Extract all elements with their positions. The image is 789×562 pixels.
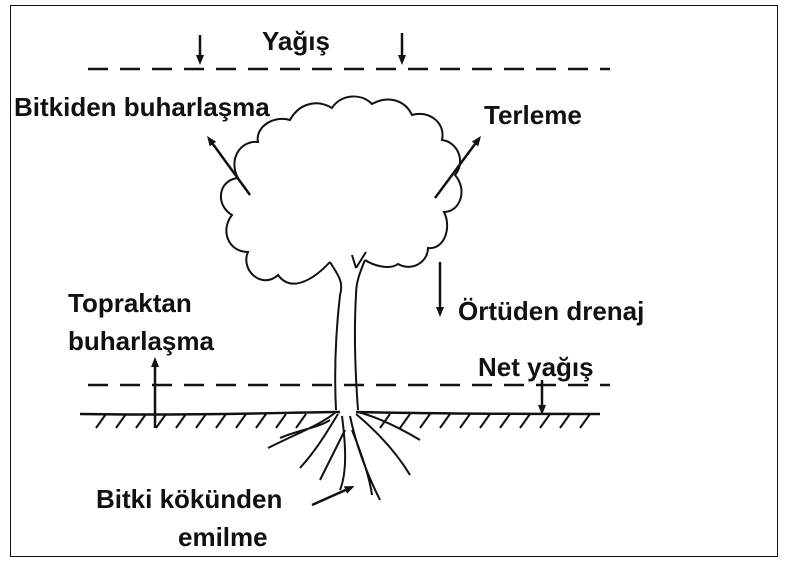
soil-evaporation-label-line1: Topraktan	[68, 288, 192, 318]
transpiration-label: Terleme	[484, 100, 582, 130]
plant-evaporation-arrow	[210, 140, 250, 195]
tree-trunk	[330, 262, 341, 410]
net-precipitation-label: Net yağış	[478, 352, 594, 382]
ground-line	[80, 412, 600, 415]
root-uptake-label-line1: Bitki kökünden	[96, 484, 282, 514]
soil-evaporation-label-line2: buharlaşma	[68, 326, 214, 356]
tree-canopy	[221, 96, 462, 283]
root-uptake-arrow	[312, 488, 350, 505]
canopy-drainage-label: Örtüden drenaj	[458, 296, 644, 326]
root-uptake-label-line2: emilme	[178, 522, 268, 552]
precipitation-label: Yağış	[262, 26, 330, 56]
tree-branch	[352, 252, 366, 268]
plant-evaporation-label: Bitkiden buharlaşma	[14, 92, 270, 122]
tree-trunk-right	[355, 260, 365, 410]
tree-roots	[268, 412, 420, 500]
